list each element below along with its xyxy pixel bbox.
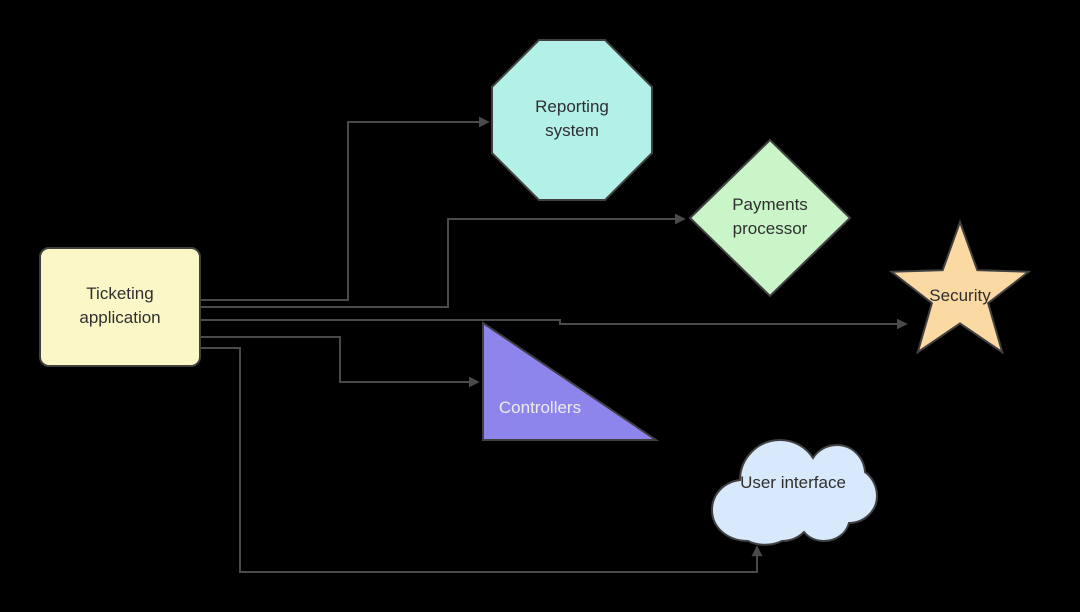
node-label: Security	[929, 286, 991, 305]
node-label: Ticketing	[86, 284, 153, 303]
octagon-shape[interactable]	[491, 39, 653, 201]
rounded-rectangle-shape[interactable]	[39, 247, 201, 367]
node-label: application	[79, 308, 160, 327]
cloud-shape[interactable]	[710, 438, 879, 546]
node-user-interface[interactable]: User interface	[710, 438, 879, 546]
edge-ticketing-to-security[interactable]	[200, 318, 908, 330]
node-security[interactable]: Security	[888, 219, 1032, 355]
node-controllers[interactable]: Controllers	[482, 321, 660, 441]
right-triangle-shape[interactable]	[482, 321, 660, 441]
edge-ticketing-to-user-interface[interactable]	[200, 347, 763, 573]
node-ticketing-application[interactable]: Ticketing application	[39, 247, 201, 367]
node-label: system	[545, 121, 599, 140]
node-label: User interface	[740, 473, 846, 492]
star-shape[interactable]	[888, 219, 1032, 355]
node-label: Payments	[732, 195, 808, 214]
diamond-shape[interactable]	[688, 138, 852, 298]
node-label: Reporting	[535, 97, 609, 116]
node-label: processor	[733, 219, 808, 238]
node-label: Controllers	[499, 398, 581, 417]
node-payments-processor[interactable]: Payments processor	[688, 138, 852, 298]
edge-ticketing-to-reporting[interactable]	[200, 116, 490, 301]
edge-ticketing-to-controllers[interactable]	[200, 336, 480, 388]
node-reporting-system[interactable]: Reporting system	[491, 39, 653, 201]
edges-layer	[200, 116, 908, 573]
edge-ticketing-to-payments[interactable]	[200, 213, 686, 308]
